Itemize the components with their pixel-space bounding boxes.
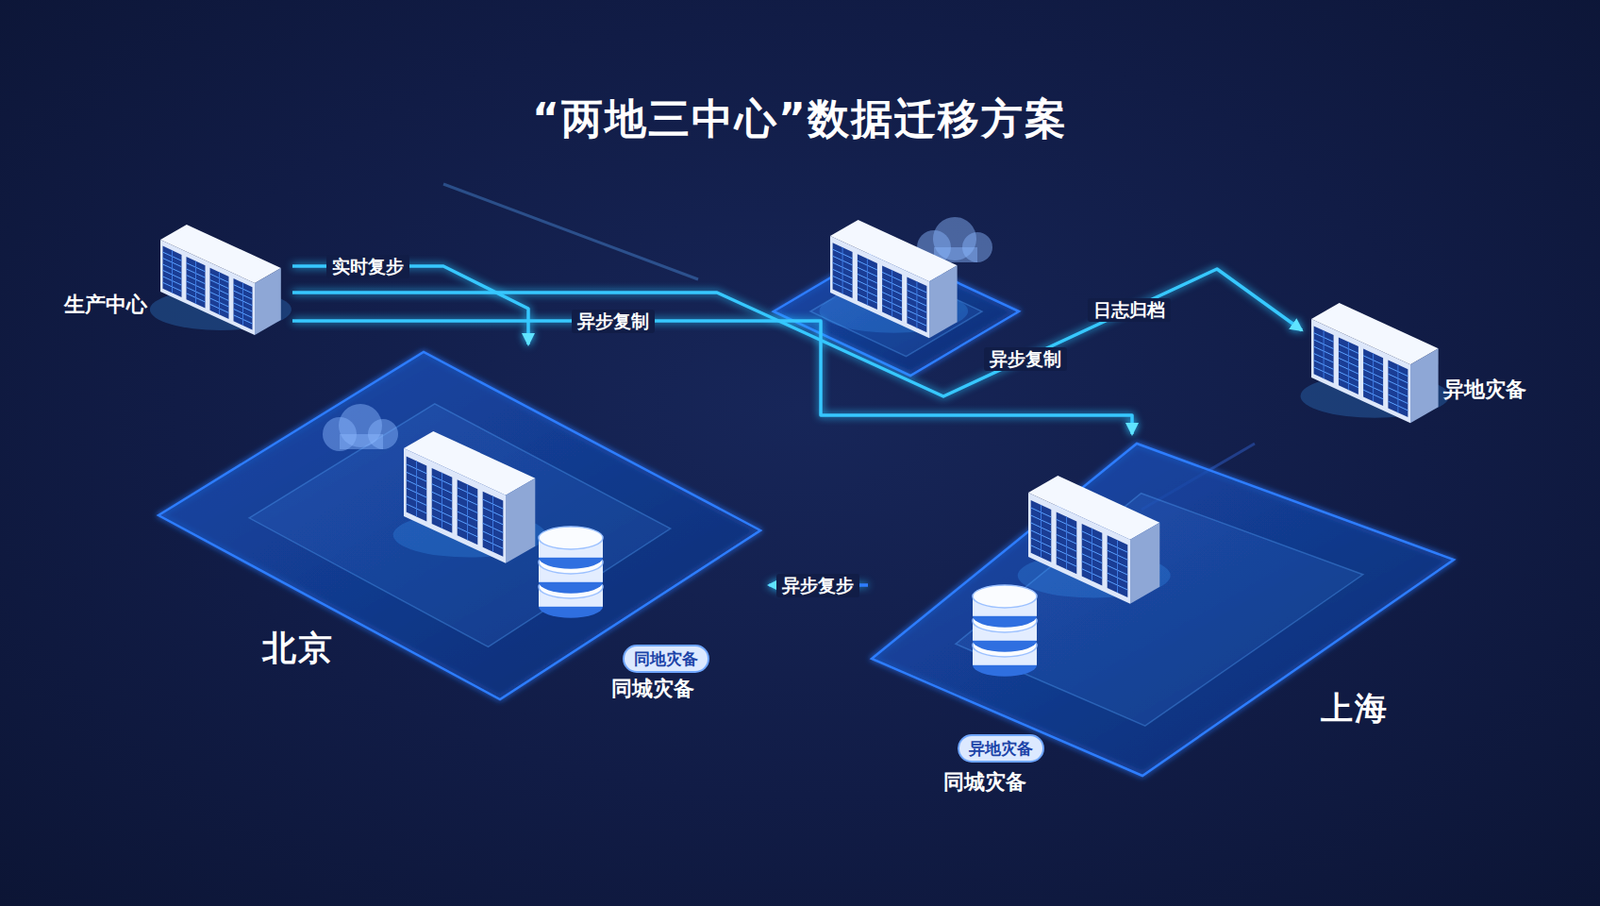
rack-slot <box>195 261 197 304</box>
edge-label: 实时复步 <box>326 254 410 279</box>
rack-side <box>929 265 958 338</box>
rack-door <box>210 267 230 319</box>
diagram-title: “两地三中心”数据迁移方案 <box>0 94 1600 145</box>
rack-slot <box>1040 504 1042 558</box>
database-icon <box>972 584 1037 677</box>
rack-slot <box>1116 539 1118 593</box>
rack-door <box>186 256 206 308</box>
rack-front <box>830 235 930 338</box>
rack-slot <box>466 483 468 540</box>
rack-door <box>1056 512 1078 575</box>
node-art <box>56 218 293 340</box>
rack-front <box>403 448 506 564</box>
server-rack-node: 生产中心 <box>56 218 293 340</box>
node-label: 异地灾备 <box>1443 377 1527 402</box>
rack-front <box>1028 492 1131 604</box>
db-top <box>538 526 603 550</box>
rack-door <box>1363 349 1384 407</box>
rack-slot <box>1397 365 1399 414</box>
rack-side <box>1410 348 1439 423</box>
region-platform <box>871 443 1454 776</box>
platform-inner <box>249 403 671 648</box>
rack-door <box>1338 337 1359 396</box>
rack-slot <box>171 250 173 293</box>
rack-slot <box>1348 341 1350 390</box>
rack-front <box>160 239 255 335</box>
central-rack-art <box>773 216 1019 376</box>
rack-door <box>432 467 453 534</box>
rack-slot <box>1091 528 1093 582</box>
rack-slot <box>842 247 844 294</box>
rack-slot <box>416 460 417 517</box>
node-label: 北京 <box>262 627 334 668</box>
node-label: 生产中心 <box>64 292 148 317</box>
badge-pill: 同地灾备 <box>622 644 710 673</box>
rack-slot <box>1323 330 1325 379</box>
rack-side <box>1130 522 1160 604</box>
rack-side <box>254 267 282 335</box>
rack-door <box>163 246 183 298</box>
edge-label: 异步复步 <box>776 573 860 598</box>
rack-door <box>483 491 504 557</box>
server-rack <box>1300 302 1450 423</box>
rack-door <box>906 276 927 333</box>
rack-slot <box>891 269 893 317</box>
rack-door <box>833 242 853 299</box>
server-rack <box>150 224 292 335</box>
rack-door <box>1314 325 1334 384</box>
rack-slot <box>218 271 220 315</box>
server-rack <box>1017 475 1171 604</box>
rack-slot <box>866 258 868 305</box>
rack-slot <box>441 472 443 529</box>
rack-slot <box>492 496 494 552</box>
node-label: 上海 <box>1320 688 1389 728</box>
rack-slot <box>1372 352 1374 401</box>
node-sublabel: 同城灾备 <box>943 769 1027 795</box>
edge-label: 异步复制 <box>983 347 1067 371</box>
rack-door <box>1387 360 1408 418</box>
rack-door <box>457 479 479 545</box>
badge-text: 同地灾备 <box>633 649 699 668</box>
rack-slot <box>916 281 917 328</box>
badge-text: 异地灾备 <box>968 738 1034 758</box>
decor-line <box>443 183 699 280</box>
region-platform <box>158 351 761 700</box>
server-rack <box>393 431 547 564</box>
rack-front <box>1311 318 1411 423</box>
database-icon <box>538 526 603 618</box>
rack-door <box>882 265 902 321</box>
node-sublabel: 同城灾备 <box>611 676 695 701</box>
rack-door <box>1082 523 1103 586</box>
rack-door <box>857 253 878 310</box>
line-label: 日志归档 <box>1087 298 1171 322</box>
rack-side <box>505 478 535 564</box>
db-top <box>972 584 1037 608</box>
region-node: 上海同城灾备 异地灾备 <box>867 433 1472 840</box>
region-node: 北京同城灾备 同地灾备 <box>150 344 769 717</box>
node-art <box>1301 283 1538 425</box>
rack-door <box>406 455 428 521</box>
server-rack <box>819 219 969 338</box>
rack-slot <box>1066 516 1067 569</box>
badge-pill: 异地灾备 <box>957 733 1045 763</box>
edge-label: 异步复制 <box>571 309 655 334</box>
platform-inner <box>955 493 1364 726</box>
server-rack-node: 异地灾备 <box>1301 283 1538 425</box>
rack-door <box>233 278 253 330</box>
cloud-icon <box>322 403 399 451</box>
rack-slot <box>242 283 244 326</box>
rack-door <box>1107 534 1129 598</box>
rack-door <box>1031 500 1052 563</box>
